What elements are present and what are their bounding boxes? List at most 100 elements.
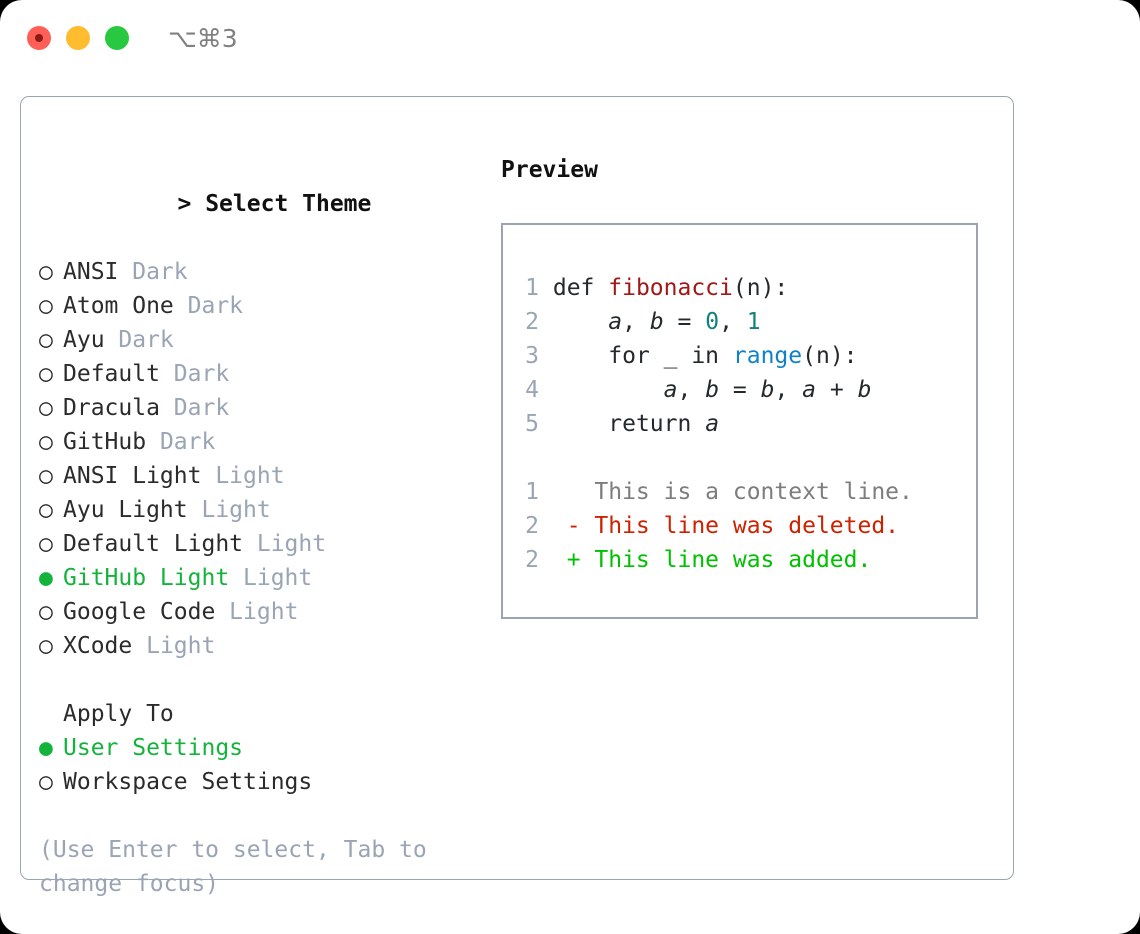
theme-option-variant-tag: Dark (159, 361, 230, 387)
theme-option-default-light[interactable]: ○ Default Light Light (39, 527, 489, 561)
focus-caret-icon: > (177, 191, 192, 217)
panel-columns: > Select Theme ○ANSI Dark○Atom One Dark○… (21, 97, 1013, 897)
select-theme-heading: > Select Theme (39, 153, 489, 255)
code-line: 4 a, b = b, a + b (515, 373, 871, 407)
theme-option-variant-tag: Dark (118, 259, 188, 285)
theme-option-variant-tag: Dark (146, 429, 216, 455)
code-token-plain: = (719, 377, 761, 403)
apply-to-option-user-settings[interactable]: ●User Settings (39, 731, 489, 765)
theme-option-label: Ayu (63, 327, 105, 353)
theme-option-github[interactable]: ○GitHub Dark (39, 425, 489, 459)
code-line: 5 return a (515, 407, 871, 441)
diff-line-ctx: 1 This is a context line. (515, 475, 913, 509)
code-token-plain: , (719, 309, 747, 335)
code-token-plain: , (677, 377, 706, 403)
code-token-call: range (732, 343, 803, 369)
radio-unselected-icon: ○ (39, 463, 53, 489)
theme-option-variant-tag: Dark (159, 395, 230, 421)
code-token-ital: a (802, 377, 817, 403)
code-token-plain: (n): (732, 275, 789, 301)
theme-option-variant-tag: Light (187, 497, 271, 523)
code-token-ital: a (663, 377, 678, 403)
theme-option-variant-tag: Light (215, 599, 299, 625)
theme-option-list[interactable]: ○ANSI Dark○Atom One Dark○Ayu Dark○Defaul… (39, 255, 489, 663)
line-number: 2 (525, 309, 539, 335)
line-number: 3 (525, 343, 539, 369)
diff-line-text: + This line was added. (539, 547, 872, 573)
maximize-button[interactable] (105, 26, 129, 50)
theme-option-atom-one[interactable]: ○Atom One Dark (39, 289, 489, 323)
apply-to-heading: Apply To (63, 701, 174, 727)
code-token-fn: fibonacci (608, 275, 733, 301)
code-token-plain: for _ in (552, 343, 733, 369)
preview-column: Preview 1 def fibonacci(n):2 a, b = 0, 1… (501, 153, 991, 619)
apply-to-option-list[interactable]: ●User Settings○Workspace Settings (39, 731, 489, 799)
code-token-num: 1 (746, 309, 761, 335)
line-number: 5 (525, 411, 539, 437)
theme-option-github-light[interactable]: ●GitHub Light Light (39, 561, 489, 595)
code-token-plain: , (622, 309, 650, 335)
traffic-lights (27, 26, 129, 50)
radio-unselected-icon: ○ (39, 259, 53, 285)
theme-option-variant-tag: Dark (173, 293, 244, 319)
code-token-plain: = (663, 309, 706, 335)
radio-selected-icon: ● (39, 565, 53, 591)
code-token-ital: a (705, 411, 720, 437)
diff-sample: 1 This is a context line.2 - This line w… (515, 475, 913, 577)
line-number: 2 (525, 547, 539, 573)
code-token-plain (553, 377, 664, 403)
theme-option-variant-tag: Dark (104, 327, 174, 353)
line-number: 1 (525, 479, 539, 505)
theme-option-default[interactable]: ○Default Dark (39, 357, 489, 391)
theme-option-variant-tag: Light (229, 565, 313, 591)
select-theme-title: Select Theme (205, 191, 372, 217)
apply-to-option-workspace-settings[interactable]: ○Workspace Settings (39, 765, 489, 799)
code-token-plain: def (552, 275, 609, 301)
theme-option-variant-tag: Light (201, 463, 285, 489)
minimize-button[interactable] (66, 26, 90, 50)
theme-option-ansi[interactable]: ○ANSI Dark (39, 255, 489, 289)
theme-option-label: ANSI Light (63, 463, 202, 489)
line-number: 2 (525, 513, 539, 539)
apply-to-option-label: User Settings (63, 735, 244, 761)
code-token-plain: + (816, 377, 858, 403)
close-button[interactable] (27, 26, 51, 50)
theme-option-ayu-light[interactable]: ○Ayu Light Light (39, 493, 489, 527)
radio-unselected-icon: ○ (39, 531, 53, 557)
diff-line-add: 2 + This line was added. (515, 543, 913, 577)
code-line: 1 def fibonacci(n): (515, 271, 871, 305)
theme-option-ansi-light[interactable]: ○ ANSI Light Light (39, 459, 489, 493)
code-token-ital: b (649, 309, 664, 335)
diff-line-text: This is a context line. (539, 479, 913, 505)
theme-option-ayu[interactable]: ○ Ayu Dark (39, 323, 489, 357)
code-token-plain: , (774, 377, 803, 403)
radio-unselected-icon: ○ (39, 361, 53, 387)
theme-option-label: Default Light (63, 531, 244, 557)
code-line: 3 for _ in range(n): (515, 339, 871, 373)
theme-option-label: Dracula (63, 395, 160, 421)
theme-option-label: XCode (63, 633, 133, 659)
diff-line-text: - This line was deleted. (539, 513, 900, 539)
theme-option-variant-tag: Light (243, 531, 327, 557)
line-number: 4 (525, 377, 539, 403)
keyboard-hint-text: (Use Enter to select, Tab to change focu… (39, 837, 427, 897)
code-line: 2 a, b = 0, 1 (515, 305, 871, 339)
radio-unselected-icon: ○ (39, 327, 53, 353)
diff-line-del: 2 - This line was deleted. (515, 509, 913, 543)
theme-option-variant-tag: Light (132, 633, 216, 659)
code-token-ital: a (608, 309, 623, 335)
theme-option-dracula[interactable]: ○ Dracula Dark (39, 391, 489, 425)
radio-unselected-icon: ○ (39, 633, 53, 659)
radio-unselected-icon: ○ (39, 599, 53, 625)
theme-option-google-code[interactable]: ○Google Code Light (39, 595, 489, 629)
radio-unselected-icon: ○ (39, 395, 53, 421)
code-token-ital: b (857, 377, 872, 403)
theme-option-xcode[interactable]: ○ XCode Light (39, 629, 489, 663)
title-bar: ⌥⌘3 (0, 0, 1140, 78)
code-token-ital: b (705, 377, 720, 403)
radio-unselected-icon: ○ (39, 429, 53, 455)
apply-to-option-label: Workspace Settings (63, 769, 313, 795)
